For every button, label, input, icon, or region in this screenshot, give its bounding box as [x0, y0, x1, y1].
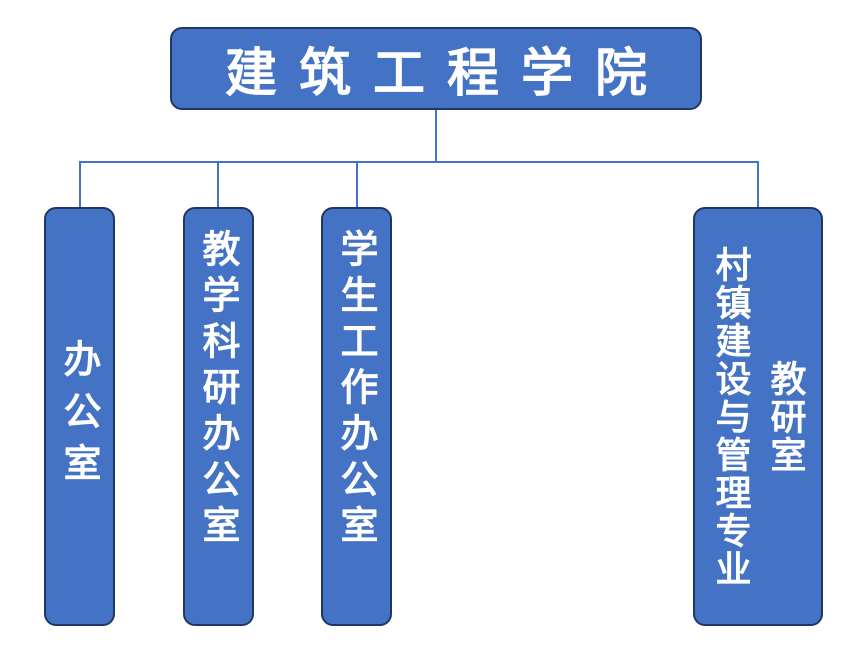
root-label: 建筑工程学院: [224, 43, 669, 104]
office-label: 办公室: [57, 338, 102, 495]
connector-research: [757, 161, 759, 208]
node-office: 办公室: [44, 207, 115, 626]
connector-teaching: [217, 161, 219, 208]
root-node: 建筑工程学院: [170, 27, 702, 110]
village-construction-major-label: 村镇建设与管理专业: [709, 245, 752, 588]
connector-root: [435, 110, 437, 163]
connector-student: [356, 161, 358, 208]
node-village-construction-teaching-office: 村镇建设与管理专业 教研室: [693, 207, 823, 626]
teaching-office-label: 教研室: [764, 359, 807, 474]
student-affairs-office-label: 学生工作办公室: [334, 229, 379, 551]
teaching-research-office-label: 教学科研办公室: [196, 229, 241, 551]
node-teaching-research-office: 教学科研办公室: [183, 207, 254, 626]
connector-horizontal: [79, 161, 759, 163]
node-student-affairs-office: 学生工作办公室: [321, 207, 392, 626]
connector-office: [79, 161, 81, 208]
